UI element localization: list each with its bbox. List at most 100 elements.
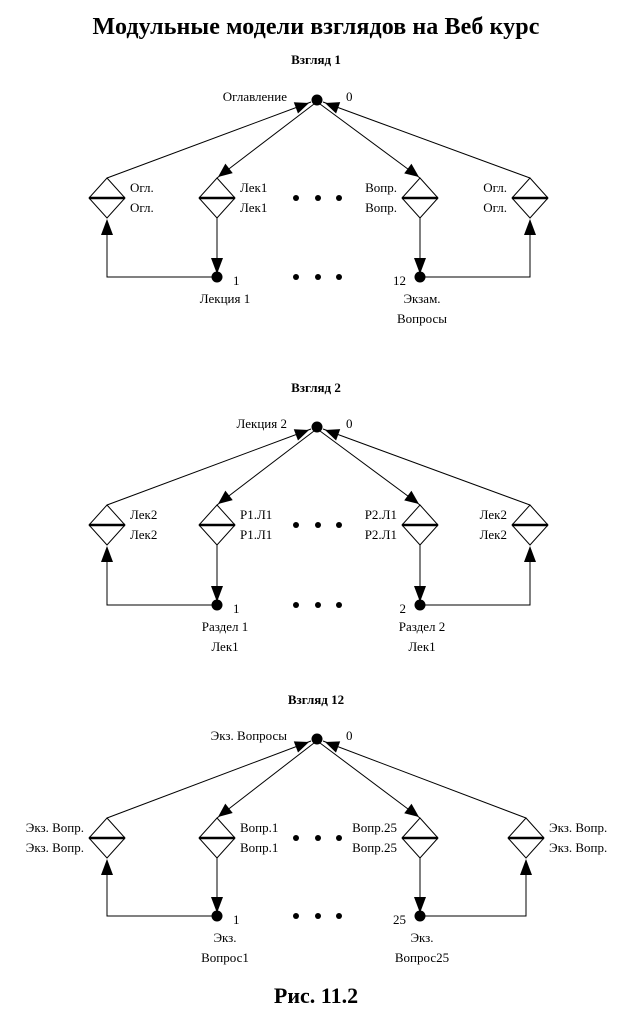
arrowhead-icon — [524, 219, 536, 235]
arrowhead-icon — [101, 219, 113, 235]
node-number: 2 — [400, 601, 407, 616]
ellipsis-dot — [315, 195, 321, 201]
anchor-label-top: Вопр.1 — [240, 820, 278, 835]
link-anchor: Огл. Огл. — [483, 177, 549, 219]
link-line — [106, 101, 312, 179]
node-caption: Лек1 — [211, 639, 238, 654]
link-line — [322, 428, 531, 506]
anchor-label-bottom: Лек2 — [130, 527, 157, 542]
module-node — [211, 910, 223, 922]
node-caption: Вопрос25 — [395, 950, 449, 965]
link-line — [319, 103, 421, 179]
node-caption: Раздел 2 — [399, 619, 446, 634]
link-line — [319, 742, 421, 819]
ellipsis-dot — [336, 835, 342, 841]
link-anchor: Огл.Огл. — [88, 177, 154, 219]
arrowhead-icon — [293, 102, 309, 114]
arrowhead-icon — [414, 586, 426, 602]
link-anchor: Экз. Вопр.Экз. Вопр. — [507, 817, 607, 859]
arrowhead-icon — [524, 546, 536, 562]
arrowhead-icon — [218, 163, 233, 177]
figure-caption: Рис. 11.2 — [273, 983, 359, 1008]
node-caption: Лек1 — [408, 639, 435, 654]
feedback-line — [106, 547, 217, 606]
anchor-label-bottom: Вопр.1 — [240, 840, 278, 855]
anchor-label-bottom: Р1.Л1 — [240, 527, 272, 542]
root-node — [311, 94, 323, 106]
module-node — [211, 271, 223, 283]
link-line — [216, 430, 315, 506]
link-line — [216, 103, 315, 179]
ellipsis-dot — [336, 913, 342, 919]
view-title: Взгляд 12 — [288, 692, 344, 707]
anchor-label-top: Р1.Л1 — [240, 507, 272, 522]
arrowhead-icon — [404, 163, 419, 177]
arrowhead-icon — [218, 490, 233, 504]
arrowhead-icon — [101, 859, 113, 875]
root-label: Лекция 2 — [237, 416, 287, 431]
anchor-label-top: Р2.Л1 — [365, 507, 397, 522]
anchor-label-bottom: Экз. Вопр. — [26, 840, 84, 855]
arrowhead-icon — [211, 586, 223, 602]
arrowhead-icon — [325, 102, 341, 114]
anchor-label-bottom: Р2.Л1 — [365, 527, 397, 542]
ellipsis-dot — [293, 195, 299, 201]
node-number: 12 — [393, 273, 406, 288]
feedback-line — [420, 860, 527, 917]
ellipsis-dot — [315, 274, 321, 280]
anchor-label-top: Экз. Вопр. — [26, 820, 84, 835]
link-line — [322, 740, 527, 819]
ellipsis-dot — [336, 195, 342, 201]
anchor-label-top: Огл. — [483, 180, 507, 195]
node-number: 1 — [233, 912, 240, 927]
arrowhead-icon — [520, 859, 532, 875]
anchor-label-top: Огл. — [130, 180, 154, 195]
feedback-line — [420, 547, 531, 606]
anchor-label-bottom: Лек1 — [240, 200, 267, 215]
anchor-label-top: Лек2 — [480, 507, 507, 522]
node-caption: Экз. — [213, 930, 236, 945]
arrowhead-icon — [325, 429, 341, 441]
root-number: 0 — [346, 416, 353, 431]
anchor-label-top: Лек1 — [240, 180, 267, 195]
ellipsis-dot — [293, 274, 299, 280]
link-line — [216, 742, 315, 819]
node-number: 1 — [233, 601, 240, 616]
root-node — [311, 733, 323, 745]
arrowhead-icon — [414, 258, 426, 274]
link-line — [106, 740, 312, 819]
ellipsis-dot — [315, 602, 321, 608]
module-node — [414, 910, 426, 922]
arrowhead-icon — [293, 741, 309, 753]
link-line — [322, 101, 531, 179]
arrowhead-icon — [211, 258, 223, 274]
ellipsis-dot — [336, 602, 342, 608]
arrowhead-icon — [404, 803, 419, 817]
arrowhead-icon — [101, 546, 113, 562]
node-number: 25 — [393, 912, 406, 927]
root-label: Оглавление — [223, 89, 287, 104]
node-caption: Вопрос1 — [201, 950, 249, 965]
arrowhead-icon — [293, 429, 309, 441]
link-anchor: Вопр.Вопр. — [365, 177, 439, 219]
link-anchor: Экз. Вопр. Экз. Вопр. — [26, 817, 126, 859]
anchor-label-bottom: Вопр.25 — [352, 840, 397, 855]
module-node — [211, 599, 223, 611]
arrowhead-icon — [414, 897, 426, 913]
arrowhead-icon — [325, 741, 341, 753]
arrowhead-icon — [211, 897, 223, 913]
anchor-label-top: Вопр. — [365, 180, 397, 195]
ellipsis-dot — [315, 913, 321, 919]
module-node — [414, 271, 426, 283]
anchor-label-bottom: Огл. — [483, 200, 507, 215]
node-caption: Экз. — [410, 930, 433, 945]
node-caption: Экзам. — [403, 291, 440, 306]
feedback-line — [106, 220, 217, 278]
